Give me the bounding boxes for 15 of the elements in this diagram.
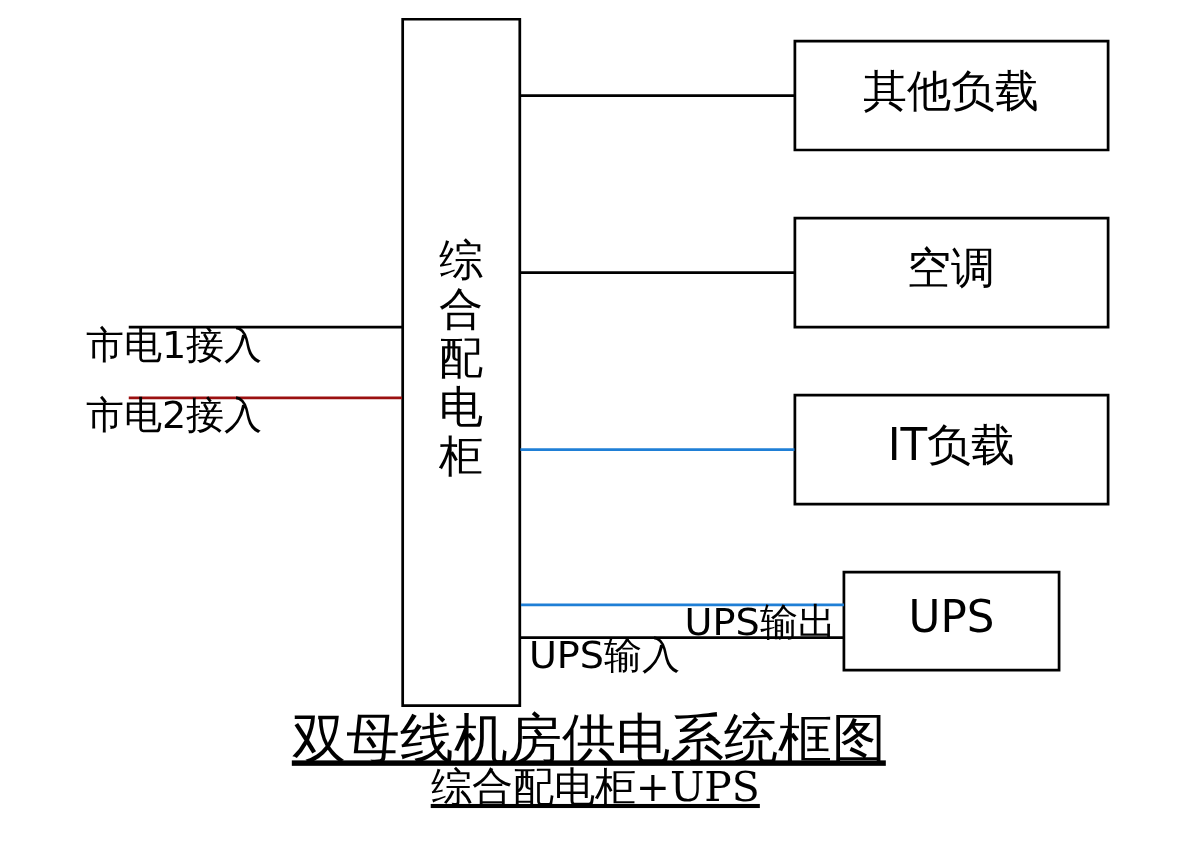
node-box: 空调	[793, 216, 1110, 329]
node-box: IT负载	[793, 393, 1110, 506]
connector	[128, 396, 402, 400]
edge-label: 市电2接入	[86, 393, 263, 438]
connector	[520, 94, 795, 97]
connector	[520, 636, 844, 639]
edge-label: UPS输入	[528, 633, 681, 678]
connector	[520, 603, 844, 607]
node-box: UPS	[842, 570, 1061, 672]
edge-label: 市电1接入	[86, 322, 263, 367]
node-box: 综合配电柜	[401, 17, 522, 707]
connector	[520, 448, 795, 451]
connector	[128, 325, 402, 329]
connector	[520, 271, 795, 274]
node-box: 其他负载	[793, 39, 1110, 152]
